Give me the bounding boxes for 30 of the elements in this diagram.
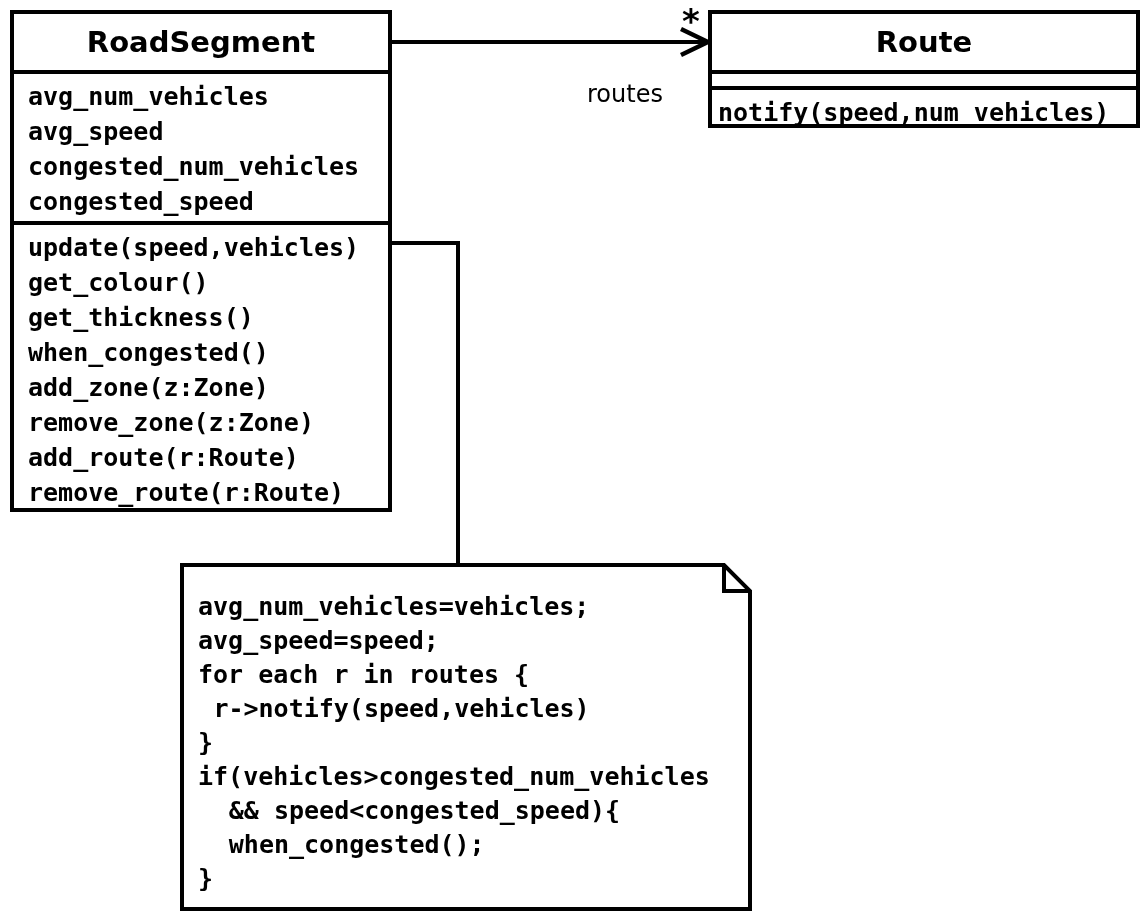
method-text: add_zone(z:Zone) bbox=[28, 372, 269, 404]
attribute-text: avg_num_vehicles bbox=[28, 81, 269, 113]
class-box bbox=[10, 10, 392, 512]
code-line: } bbox=[198, 727, 214, 759]
attribute-text: avg_speed bbox=[28, 116, 164, 148]
code-line: avg_num_vehicles=vehicles; bbox=[198, 591, 590, 623]
method-text: remove_zone(z:Zone) bbox=[28, 407, 314, 439]
code-line: for each r in routes { bbox=[198, 659, 530, 691]
method-text: get_colour() bbox=[28, 267, 209, 299]
class-name: Route bbox=[874, 24, 974, 61]
class-name: RoadSegment bbox=[85, 24, 317, 61]
arrow bbox=[392, 26, 711, 58]
method-text: when_congested() bbox=[28, 337, 269, 369]
method-text: update(speed,vehicles) bbox=[28, 232, 360, 264]
code-line: r->notify(speed,vehicles) bbox=[213, 693, 590, 725]
method-text: notify(speed,num_vehicles) bbox=[718, 97, 1110, 129]
code-line: && speed<congested_speed){ bbox=[228, 795, 621, 827]
attribute-text: congested_num_vehicles bbox=[28, 151, 360, 183]
code-line: if(vehicles>congested_num_vehicles bbox=[198, 761, 710, 793]
connector-line bbox=[392, 241, 460, 563]
class-box bbox=[708, 10, 1140, 128]
method-text: get_thickness() bbox=[28, 302, 254, 334]
code-line: } bbox=[198, 863, 214, 895]
code-line: when_congested(); bbox=[228, 829, 485, 861]
method-text: add_route(r:Route) bbox=[28, 442, 299, 474]
note-box bbox=[180, 563, 752, 911]
method-text: remove_route(r:Route) bbox=[28, 477, 345, 509]
attribute-text: congested_speed bbox=[28, 186, 254, 218]
multiplicity-label: * bbox=[682, 6, 700, 36]
code-line: avg_speed=speed; bbox=[198, 625, 439, 657]
